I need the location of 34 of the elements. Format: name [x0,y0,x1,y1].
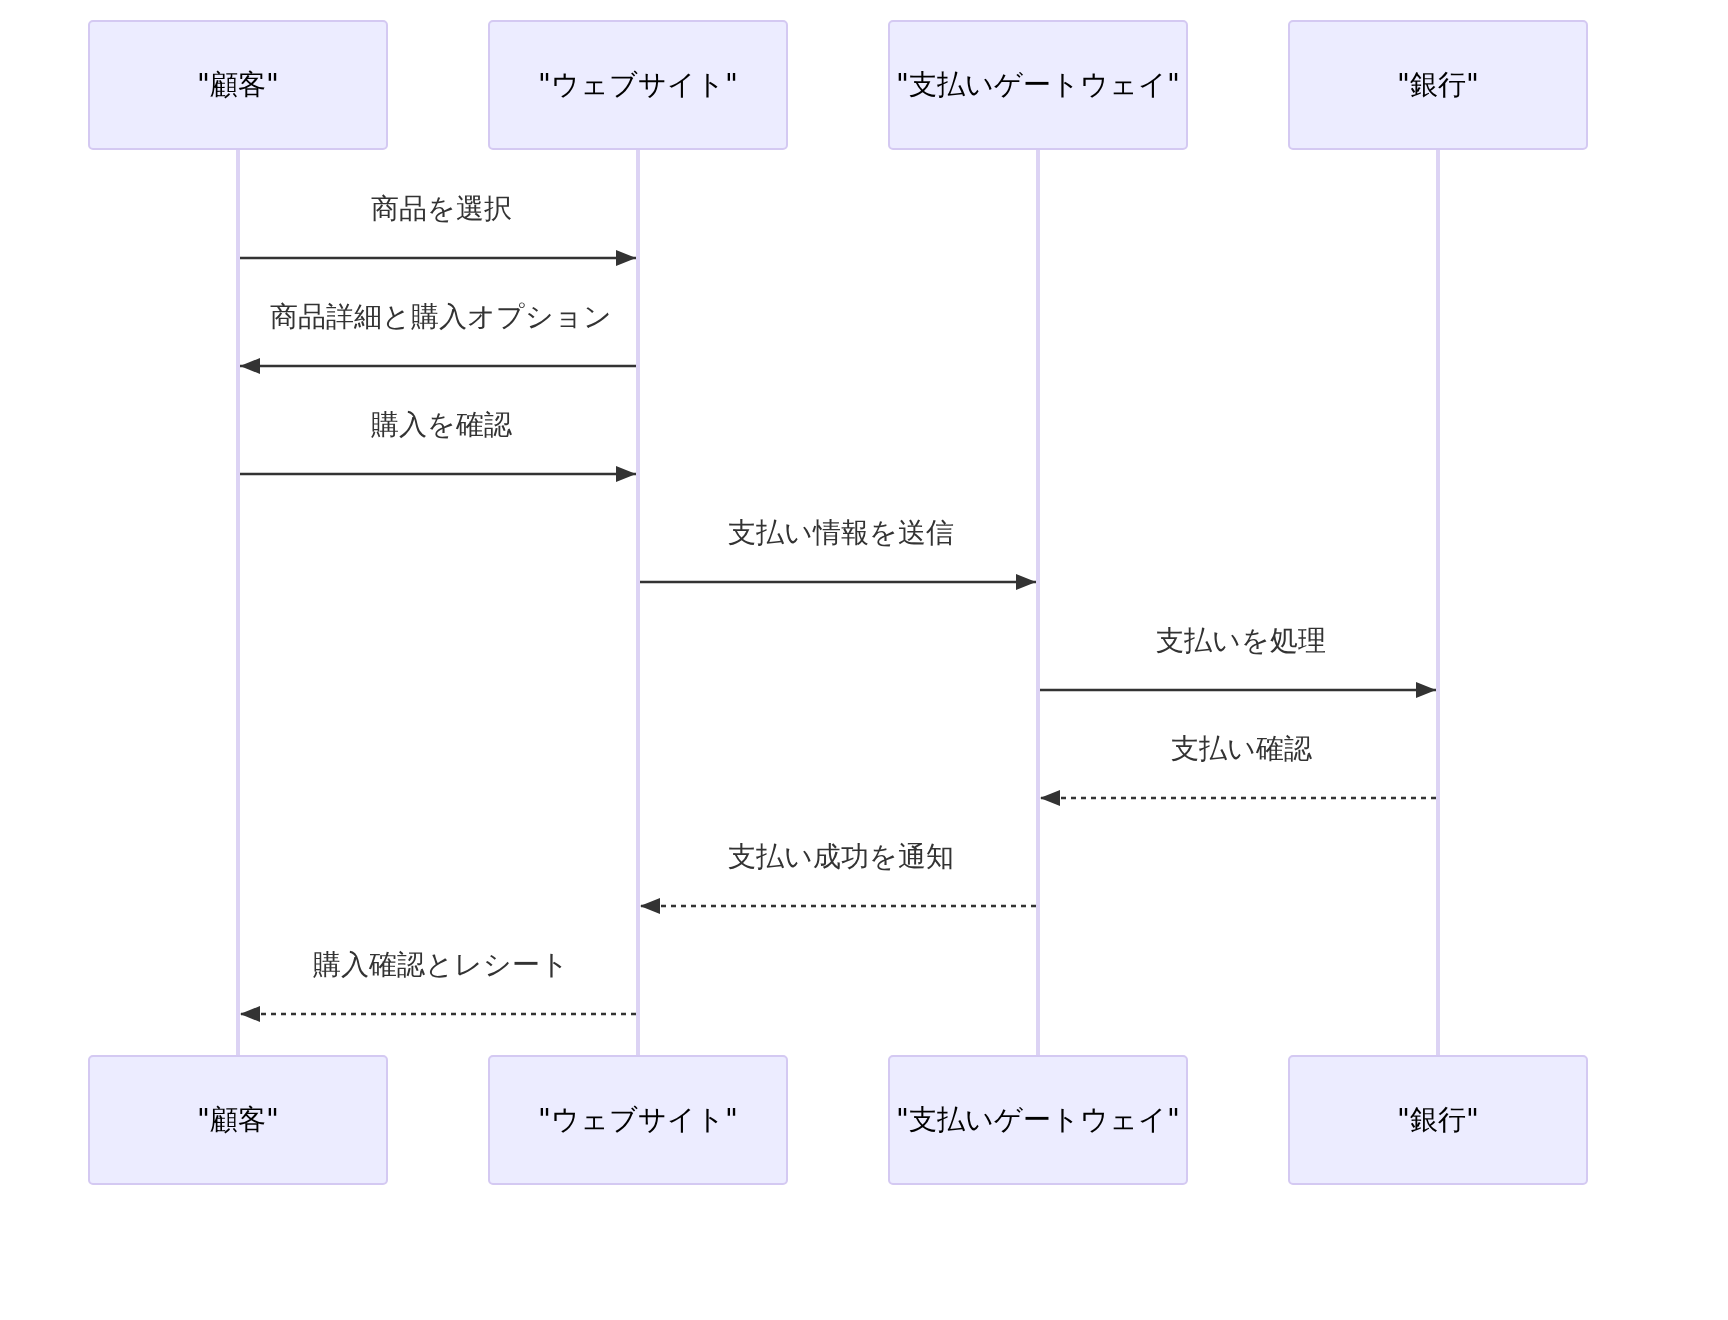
message-arrow [240,250,636,266]
participant-box [1288,20,1588,150]
message-label: 支払いを処理 [1156,624,1326,658]
message-arrow [1040,790,1436,806]
message-arrow [1040,682,1436,698]
participant-name: "支払いゲートウェイ" [896,1102,1180,1138]
participant-name: "銀行" [1397,67,1479,103]
participant-name: "顧客" [197,1102,279,1138]
participant-box [1288,1055,1588,1185]
message-arrow [640,574,1036,590]
participant-name: "ウェブサイト" [538,1102,738,1138]
participant-box [488,1055,788,1185]
lifeline [1436,150,1440,1055]
participant-box [88,1055,388,1185]
message-label: 購入を確認 [370,408,512,442]
lifeline [636,150,640,1055]
message-label: 支払い情報を送信 [728,516,954,550]
message-arrow [640,898,1036,914]
message-arrow [240,466,636,482]
message-label: 商品詳細と購入オプション [270,300,612,334]
participant-name: "顧客" [197,67,279,103]
participant-name: "ウェブサイト" [538,67,738,103]
message-label: 支払い成功を通知 [728,840,954,874]
participant-box [488,20,788,150]
participant-box [888,1055,1188,1185]
message-arrow [240,358,636,374]
lifeline [236,150,240,1055]
participant-box [888,20,1188,150]
participant-name: "銀行" [1397,1102,1479,1138]
message-label: 商品を選択 [370,192,512,226]
lifeline [1036,150,1040,1055]
participant-box [88,20,388,150]
message-arrow [240,1006,636,1022]
participant-name: "支払いゲートウェイ" [896,67,1180,103]
